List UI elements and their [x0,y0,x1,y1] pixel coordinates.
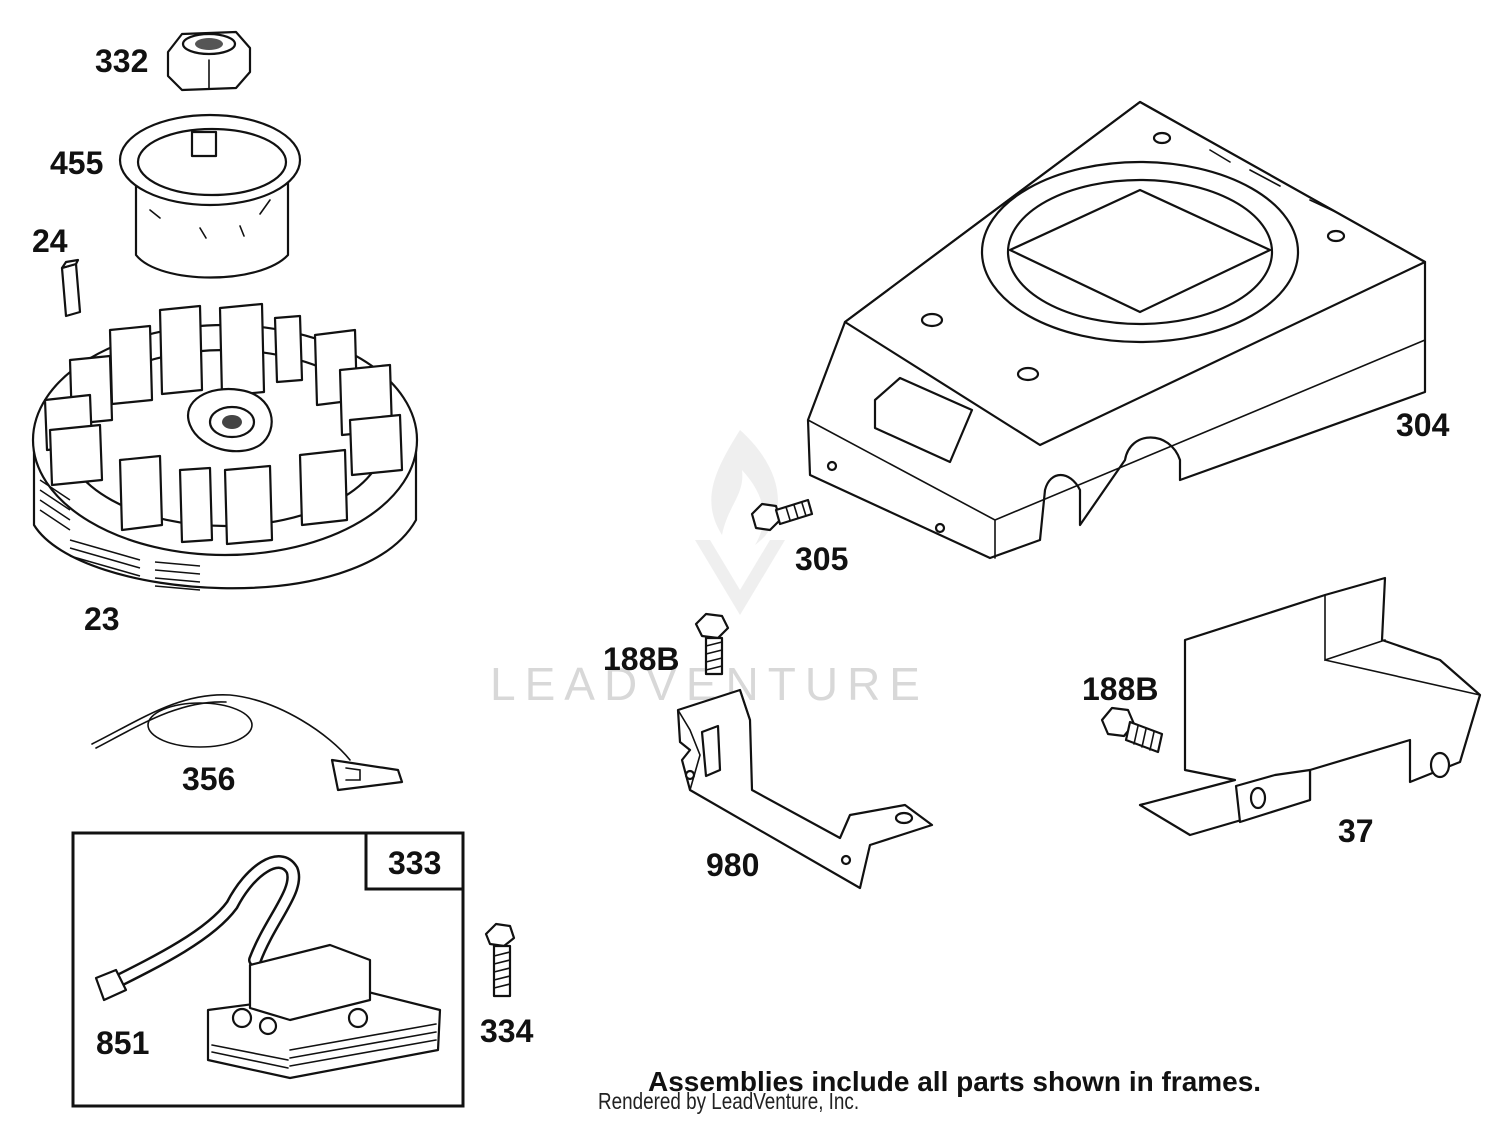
air-guide-icon [1138,576,1482,837]
armature-icon [94,855,442,1080]
label-304: 304 [1396,407,1450,443]
label-356: 356 [182,761,235,797]
bolt-icon [750,498,814,532]
watermark-logo [695,430,785,615]
label-24: 24 [32,223,68,259]
flywheel-icon [31,302,419,591]
assemblies-note: Assemblies include all parts shown in fr… [648,1066,1262,1097]
bolt-icon [1100,706,1164,754]
armature-frame [71,831,465,1108]
label-333: 333 [388,845,441,881]
label-188b-left: 188B [603,641,680,677]
label-980: 980 [706,847,759,883]
label-305: 305 [795,541,848,577]
label-188b-right: 188B [1082,671,1159,707]
starter-cup-icon [118,113,302,279]
label-37: 37 [1338,813,1374,849]
label-851: 851 [96,1025,149,1061]
screw-icon [484,922,516,998]
label-332: 332 [95,43,148,79]
label-455: 455 [50,145,103,181]
bolt-icon [694,612,730,676]
label-23: 23 [84,601,120,637]
ground-wire-icon [91,694,404,792]
blower-housing-icon [806,100,1427,560]
rendered-by-credit: Rendered by LeadVenture, Inc. [598,1088,860,1114]
flywheel-key-icon [60,258,82,318]
bracket-icon [676,688,934,890]
hex-nut-icon [166,30,252,92]
label-334: 334 [480,1013,534,1049]
